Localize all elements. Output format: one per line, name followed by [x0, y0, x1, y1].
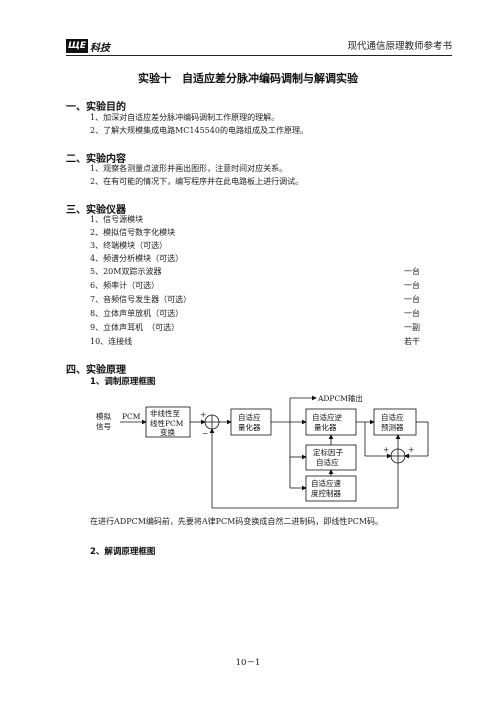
adpcm-output-label: ADPCM输出	[317, 393, 363, 403]
svg-text:自适应逆: 自适应逆	[312, 412, 342, 422]
list-item: 10、连接线	[90, 337, 133, 346]
item-quantity: 一台	[404, 281, 420, 290]
svg-text:度控制器: 度控制器	[311, 488, 341, 498]
item-quantity: 一台	[404, 309, 420, 318]
list-item: 7、音频信号发生器（可选）	[90, 295, 192, 304]
item-quantity: 若干	[404, 337, 420, 346]
svg-text:自适应: 自适应	[381, 412, 404, 422]
svg-text:量化器: 量化器	[238, 422, 261, 432]
list-item: 2、模拟信号数字化模块	[90, 228, 176, 237]
paragraph: 在进行ADPCM编码前，先要将A律PCM码变换成自然二进制码，即线性PCM码。	[90, 517, 384, 526]
logo-mark: ЩЕ	[66, 39, 88, 53]
list-item: 6、频率计（可选）	[90, 281, 160, 290]
page-number: 10－1	[235, 658, 261, 668]
input-label: 模拟	[96, 411, 111, 421]
section-heading-principle: 四、实验原理	[66, 365, 126, 376]
list-item: 2、在有可能的情况下，编写程序并在此电路板上进行调试。	[90, 177, 304, 186]
list-item: 8、立体声单放机（可选）	[90, 309, 184, 318]
list-item: 4、频谱分析模块（可选）	[90, 254, 184, 263]
list-item: 3、终端模块（可选）	[90, 241, 168, 250]
input-label: 信号	[96, 421, 111, 431]
item-quantity: 一台	[404, 267, 420, 276]
list-item: 9、立体声耳机 （可选）	[90, 323, 180, 332]
list-item: 1、观察各测量点波形并画出图形，注意时间对应关系。	[90, 164, 288, 173]
minus-sign: −	[202, 429, 208, 438]
list-item: 1、加深对自适应差分脉冲编码调制工作原理的理解。	[90, 113, 280, 122]
svg-text:自适应速: 自适应速	[311, 478, 341, 488]
header-divider	[66, 55, 452, 56]
modulation-block-diagram: 模拟 信号 PCM ADPCM输出 非线性至 线性PCM 变换 自适应 量化器 …	[96, 393, 429, 509]
svg-text:量化器: 量化器	[314, 422, 337, 432]
subheading-demodulation: 2、解调原理框图	[90, 547, 156, 557]
item-quantity: 一副	[404, 323, 420, 332]
svg-text:自适应: 自适应	[238, 412, 261, 422]
section-heading-content: 二、实验内容	[66, 154, 126, 165]
list-item: 2、了解大规模集成电路MC145540的电路组成及工作原理。	[90, 126, 308, 135]
plus-sign: +	[200, 410, 206, 419]
logo-text: 科技	[90, 42, 110, 54]
svg-text:预测器: 预测器	[381, 422, 404, 432]
section-heading-purpose: 一、实验目的	[66, 102, 126, 113]
svg-text:定标因子: 定标因子	[313, 447, 343, 457]
section-heading-instruments: 三、实验仪器	[66, 205, 126, 216]
list-item: 5、20M双踪示波器	[90, 267, 162, 276]
svg-text:线性PCM: 线性PCM	[150, 418, 184, 428]
list-item: 1、信号源模块	[90, 215, 144, 224]
subheading-modulation: 1、调制原理框图	[90, 377, 156, 387]
svg-text:变换: 变换	[160, 427, 175, 437]
page-title: 实验十 自适应差分脉冲编码调制与解调实验	[138, 72, 358, 85]
item-quantity: 一台	[404, 295, 420, 304]
pcm-label: PCM	[122, 412, 141, 421]
plus-sign: +	[408, 445, 414, 454]
svg-text:非线性至: 非线性至	[150, 408, 180, 418]
company-logo: ЩЕ 科技	[66, 38, 110, 54]
plus-sign: +	[383, 445, 389, 454]
svg-text:自适应: 自适应	[316, 457, 339, 467]
header-title: 现代通信原理教师参考书	[347, 41, 452, 52]
